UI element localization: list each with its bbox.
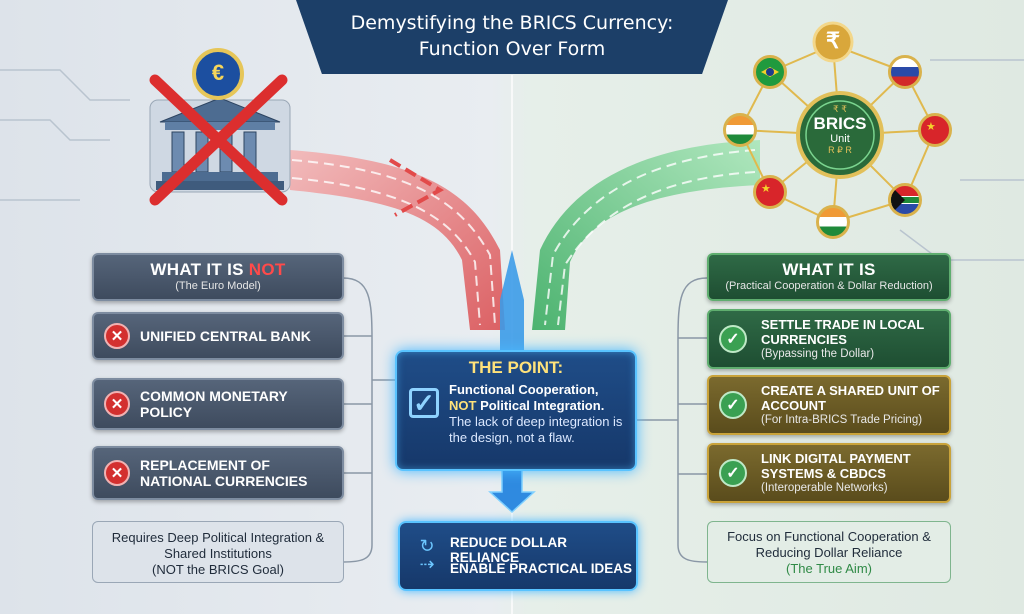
right-note-line2: (The True Aim) [786, 561, 872, 576]
right-item-3-sub: (Interoperable Networks) [761, 482, 888, 494]
the-point-emph: NOT [449, 398, 477, 413]
the-point-line1: Functional Cooperation, [449, 382, 599, 397]
right-item-2: ✓ CREATE A SHARED UNIT OF ACCOUNT (For I… [707, 375, 951, 435]
left-note: Requires Deep Political Integration & Sh… [92, 521, 344, 583]
left-note-line2: (NOT the BRICS Goal) [152, 562, 284, 577]
right-item-2-title: CREATE A SHARED UNIT OF ACCOUNT [761, 383, 940, 413]
left-item-1: ✕ UNIFIED CENTRAL BANK [92, 312, 344, 360]
the-point-body: The lack of deep integration is the desi… [449, 414, 623, 445]
hub-line2: Unit [830, 133, 850, 145]
right-note-line1: Focus on Functional Cooperation & Reduci… [727, 529, 931, 560]
flag-russia-icon [888, 55, 922, 89]
left-header-emph: NOT [248, 260, 286, 279]
left-item-3-text: REPLACEMENT OF NATIONAL CURRENCIES [140, 457, 308, 489]
red-x-icon [149, 74, 288, 206]
down-arrow-icon [488, 467, 536, 514]
green-flow-band [532, 140, 760, 330]
right-item-3: ✓ LINK DIGITAL PAYMENT SYSTEMS & CBDCs (… [707, 443, 951, 503]
hub-bottom-symbols: R ₽ R [828, 145, 852, 155]
left-note-line1: Requires Deep Political Integration & Sh… [111, 530, 325, 561]
x-icon: ✕ [104, 460, 130, 486]
right-item-1-sub: (Bypassing the Dollar) [761, 348, 875, 360]
right-item-3-title: LINK DIGITAL PAYMENT SYSTEMS & CBDCs [761, 451, 911, 481]
check-icon: ✓ [719, 325, 747, 353]
right-header: WHAT IT IS (Practical Cooperation & Doll… [707, 253, 951, 301]
brics-unit-hub [796, 91, 884, 179]
left-header-prefix: WHAT IT IS [150, 260, 249, 279]
hub-line1: BRICS [813, 114, 867, 133]
right-header-sub: (Practical Cooperation & Dollar Reductio… [725, 280, 933, 292]
check-icon: ✓ [719, 391, 747, 419]
title-line1: Demystifying the BRICS Currency: [350, 12, 674, 34]
left-item-2-text: COMMON MONETARY POLICY [140, 388, 288, 420]
left-header: WHAT IT IS NOT (The Euro Model) [92, 253, 344, 301]
left-header-sub: (The Euro Model) [175, 280, 261, 292]
the-point-title: THE POINT: [468, 358, 564, 377]
check-icon: ✓ [719, 459, 747, 487]
left-item-2: ✕ COMMON MONETARY POLICY [92, 378, 344, 430]
bottom-line1: REDUCE DOLLAR RELIANCE [450, 535, 567, 565]
right-header-title: WHAT IT IS [782, 260, 876, 279]
hub-label: ₹ ₹ BRICS Unit R ₽ R [800, 104, 880, 156]
right-item-1: ✓ SETTLE TRADE IN LOCAL CURRENCIES (Bypa… [707, 309, 951, 369]
flag-brazil-icon [753, 55, 787, 89]
rupee-symbol: ₹ [826, 28, 840, 53]
flag-china-icon: ★ [918, 113, 952, 147]
checkbox-icon: ✓ [409, 388, 439, 418]
left-item-3: ✕ REPLACEMENT OF NATIONAL CURRENCIES [92, 446, 344, 500]
right-item-1-title: SETTLE TRADE IN LOCAL CURRENCIES [761, 317, 924, 347]
x-icon: ✕ [104, 323, 130, 349]
hub-top-symbols: ₹ ₹ [833, 104, 847, 114]
flag-south-africa-icon [888, 183, 922, 217]
flag-china-icon-2: ★ [753, 175, 787, 209]
x-icon: ✕ [104, 391, 130, 417]
title-line2: Function Over Form [418, 38, 606, 60]
flag-india-icon-2 [816, 205, 850, 239]
flag-india-icon [723, 113, 757, 147]
red-flow-band [290, 150, 505, 330]
euro-symbol: € [211, 60, 225, 85]
bottom-box: ↻⇢ REDUCE DOLLAR RELIANCE ENABLE PRACTIC… [398, 521, 638, 591]
right-note: Focus on Functional Cooperation & Reduci… [707, 521, 951, 583]
euro-coin-icon [192, 48, 244, 100]
the-point-line2: Political Integration. [476, 398, 605, 413]
page-title: Demystifying the BRICS Currency: Functio… [296, 0, 728, 74]
right-item-2-sub: (For Intra-BRICS Trade Pricing) [761, 414, 923, 426]
bottom-line2: ENABLE PRACTICAL IDEAS [450, 561, 633, 576]
cycle-icon: ↻⇢ [419, 536, 435, 574]
the-point-box: THE POINT: ✓ Functional Cooperation, NOT… [395, 350, 637, 471]
left-item-1-text: UNIFIED CENTRAL BANK [140, 328, 311, 344]
rupee-coin-icon [812, 21, 854, 63]
